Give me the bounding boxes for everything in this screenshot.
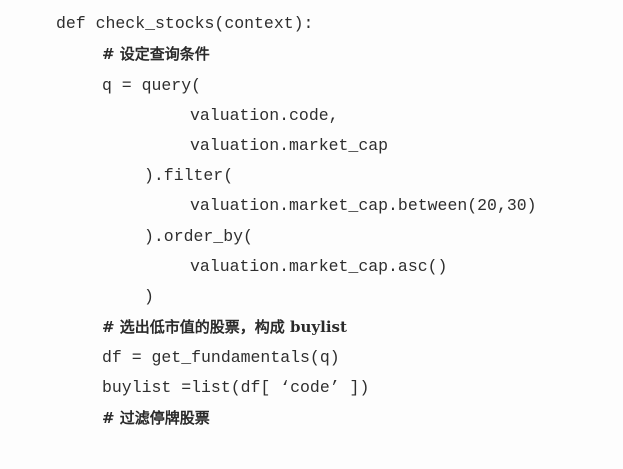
code-line-filter: ).filter( [144,166,234,185]
code-line-buylist: buylist =list(df[ ‘code’ ]) [102,378,370,397]
code-comment-filter-suspended: # 过滤停牌股票 [102,409,210,427]
code-line-order-by: ).order_by( [144,227,253,246]
code-line-def: def check_stocks(context): [56,14,314,33]
code-line-valuation-code: valuation.code, [190,106,339,125]
code-line-close-paren: ) [144,287,154,306]
code-line-asc: valuation.market_cap.asc() [190,257,448,276]
code-comment-buylist: # 选出低市值的股票，构成 buylist [102,318,347,336]
code-line-df: df = get_fundamentals(q) [102,348,340,367]
code-line-valuation-market-cap: valuation.market_cap [190,136,389,155]
code-line-query: q = query( [102,76,202,95]
code-line-between: valuation.market_cap.between(20,30) [190,196,537,215]
code-comment-query: # 设定查询条件 [102,45,210,63]
